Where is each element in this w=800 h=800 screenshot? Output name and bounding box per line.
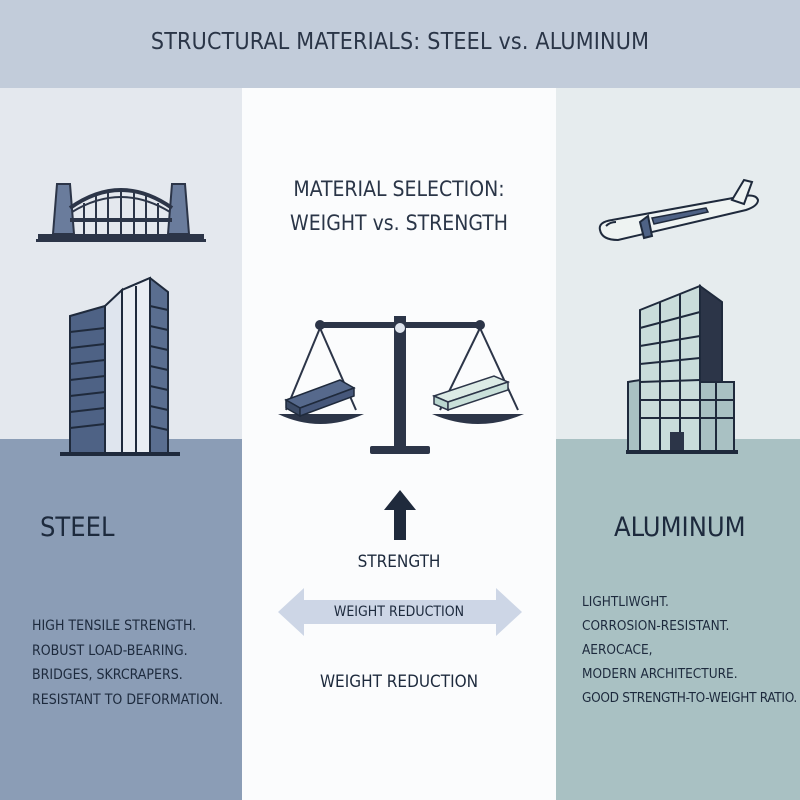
- arch-bridge-icon: [36, 183, 206, 242]
- steel-property: HIGH TENSILE STRENGTH.: [32, 618, 197, 634]
- airplane-icon: [598, 178, 760, 242]
- skyscraper-icon: [60, 276, 180, 456]
- steel-property: BRIDGES, SKRCRAPERS.: [32, 667, 183, 683]
- strength-label: STRENGTH: [357, 552, 441, 572]
- steel-column: [0, 88, 242, 800]
- aluminum-property: CORROSION-RESISTANT.: [582, 618, 730, 634]
- steel-property: ROBUST LOAD-BEARING.: [32, 642, 188, 659]
- steel-property: RESISTANT TO DEFORMATION.: [32, 691, 224, 708]
- weight-reduction-label: WEIGHT REDUCTION: [319, 672, 479, 692]
- aluminum-property: AEROCACE,: [582, 642, 653, 658]
- aluminum-lower-panel: [556, 439, 800, 800]
- header-bar: STRUCTURAL MATERIALS: STEEL vs. ALUMINUM: [0, 0, 800, 88]
- aluminum-property: MODERN ARCHITECTURE.: [582, 666, 738, 682]
- balance-scale-icon: [278, 316, 524, 454]
- center-title-line2: WEIGHT vs. STRENGTH: [290, 211, 508, 235]
- center-title-line1: MATERIAL SELECTION:: [293, 177, 505, 201]
- modern-building-icon: [626, 284, 738, 454]
- center-title: MATERIAL SELECTION: WEIGHT vs. STRENGTH: [242, 172, 556, 240]
- steel-lower-panel: [0, 439, 242, 800]
- weight-reduction-arrow-label: WEIGHT REDUCTION: [333, 604, 465, 620]
- aluminum-properties: LIGHTLIWGHT. CORROSION-RESISTANT. AEROCA…: [582, 590, 797, 710]
- up-arrow-icon: [384, 490, 416, 540]
- page-title: STRUCTURAL MATERIALS: STEEL vs. ALUMINUM: [150, 29, 650, 55]
- steel-properties: HIGH TENSILE STRENGTH. ROBUST LOAD-BEARI…: [32, 614, 223, 712]
- double-arrow-icon: [278, 588, 522, 636]
- steel-heading: STEEL: [40, 512, 115, 543]
- aluminum-heading: ALUMINUM: [614, 512, 746, 543]
- aluminum-column: [556, 88, 800, 800]
- aluminum-property: LIGHTLIWGHT.: [582, 594, 669, 610]
- aluminum-property: GOOD STRENGTH-TO-WEIGHT RATIO.: [582, 690, 797, 706]
